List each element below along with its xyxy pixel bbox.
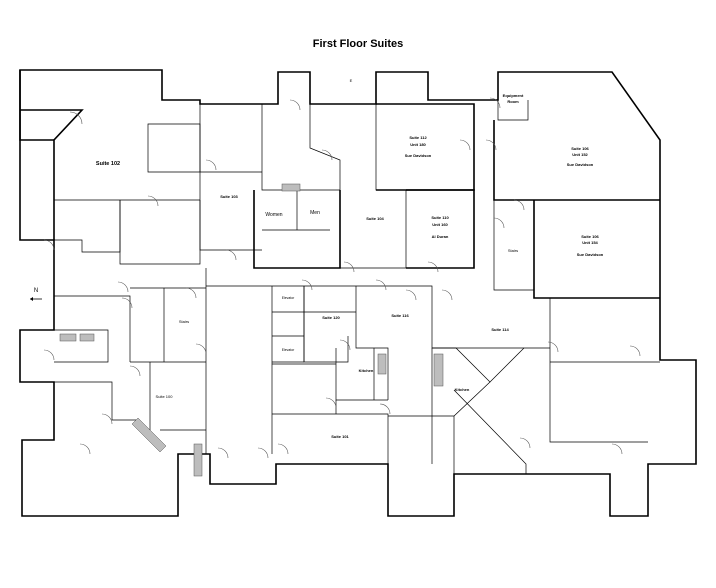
sue-davidson-a-label: Sue Davidson xyxy=(405,153,432,158)
suite-100-label: Suite 100 xyxy=(156,394,174,399)
small-rooms xyxy=(272,286,305,363)
suite-114-diagonal xyxy=(453,347,527,474)
suite-100-diagonal-fixture xyxy=(131,417,167,453)
suite-120-116-walls xyxy=(303,286,389,400)
equipment-label-1: Equipment xyxy=(503,93,524,98)
suite-112-outline xyxy=(376,103,475,191)
left-fixture-1 xyxy=(59,333,77,342)
door-swings xyxy=(43,97,641,459)
unit-154-label: Unit 154 xyxy=(582,240,598,245)
men-label: Men xyxy=(310,210,320,216)
suite-102-label: Suite 102 xyxy=(96,161,120,167)
al-duran-label: Al Duran xyxy=(432,234,449,239)
kitchen-right-label: Kitchen xyxy=(455,387,470,392)
suite-104-label: Suite 104 xyxy=(366,216,384,221)
suite-106a-outline xyxy=(493,120,660,201)
suite-104-walls xyxy=(309,104,407,269)
kitchen-right-counter xyxy=(433,353,444,387)
equipment-room-walls xyxy=(497,72,529,121)
suite-112-label: Suite 112 xyxy=(409,135,427,140)
unit-160-label: Unit 160 xyxy=(432,222,448,227)
suite-100-walls xyxy=(53,362,206,440)
sue-davidson-c-label: Sue Davidson xyxy=(577,252,604,257)
suite-114-inner xyxy=(388,298,660,474)
suite-102-room xyxy=(53,200,121,253)
central-corridor xyxy=(205,268,550,454)
north-label: N xyxy=(34,288,38,294)
kitchen-center-label: Kitchen xyxy=(359,368,374,373)
restroom-fixture xyxy=(281,183,301,192)
stairs-left-walls xyxy=(130,287,206,363)
e-label: E xyxy=(350,78,353,83)
suite-102-wall xyxy=(20,109,84,240)
suite-106a-label: Suite 106 xyxy=(571,146,589,151)
stairs-left-label: Stairs xyxy=(179,319,189,324)
suite-110-outline xyxy=(406,189,475,269)
north-arrow: N xyxy=(30,288,42,301)
equipment-label-2: Room xyxy=(507,99,519,104)
kitchen-center-counter xyxy=(377,353,387,375)
suite-120-label: Suite 120 xyxy=(322,315,340,320)
unit-152-label: Unit 152 xyxy=(572,152,588,157)
women-label: Women xyxy=(265,212,282,218)
suite-103-walls xyxy=(199,104,340,251)
elevator-label: Elevator xyxy=(282,296,295,300)
suite-106b-outline xyxy=(533,200,660,299)
stairs-right-label: Stairs xyxy=(508,248,518,253)
suite-103-label: Suite 103 xyxy=(220,194,238,199)
suite-101-label: Suite 101 xyxy=(331,434,349,439)
suite-110-label: Suite 110 xyxy=(431,215,449,220)
stairs-right-walls xyxy=(493,200,534,291)
suite-102-partition xyxy=(54,123,201,201)
corridor-fixture xyxy=(193,443,203,477)
suite-102-inner xyxy=(119,200,201,265)
elevator-2-label: Elevator xyxy=(282,348,295,352)
plan-title: First Floor Suites xyxy=(312,38,404,50)
suite-101-walls xyxy=(272,363,389,464)
left-wing-rooms xyxy=(54,295,131,363)
unit-180-label: Unit 180 xyxy=(410,142,426,147)
suite-114-label: Suite 114 xyxy=(491,327,509,332)
sue-davidson-b-label: Sue Davidson xyxy=(567,162,594,167)
suite-116-label: Suite 116 xyxy=(391,313,409,318)
building-outline xyxy=(19,69,697,517)
suite-102-corner xyxy=(19,70,54,141)
suite-106b-label: Suite 106 xyxy=(581,234,599,239)
restroom-divider xyxy=(262,190,330,231)
left-fixture-2 xyxy=(79,333,95,342)
